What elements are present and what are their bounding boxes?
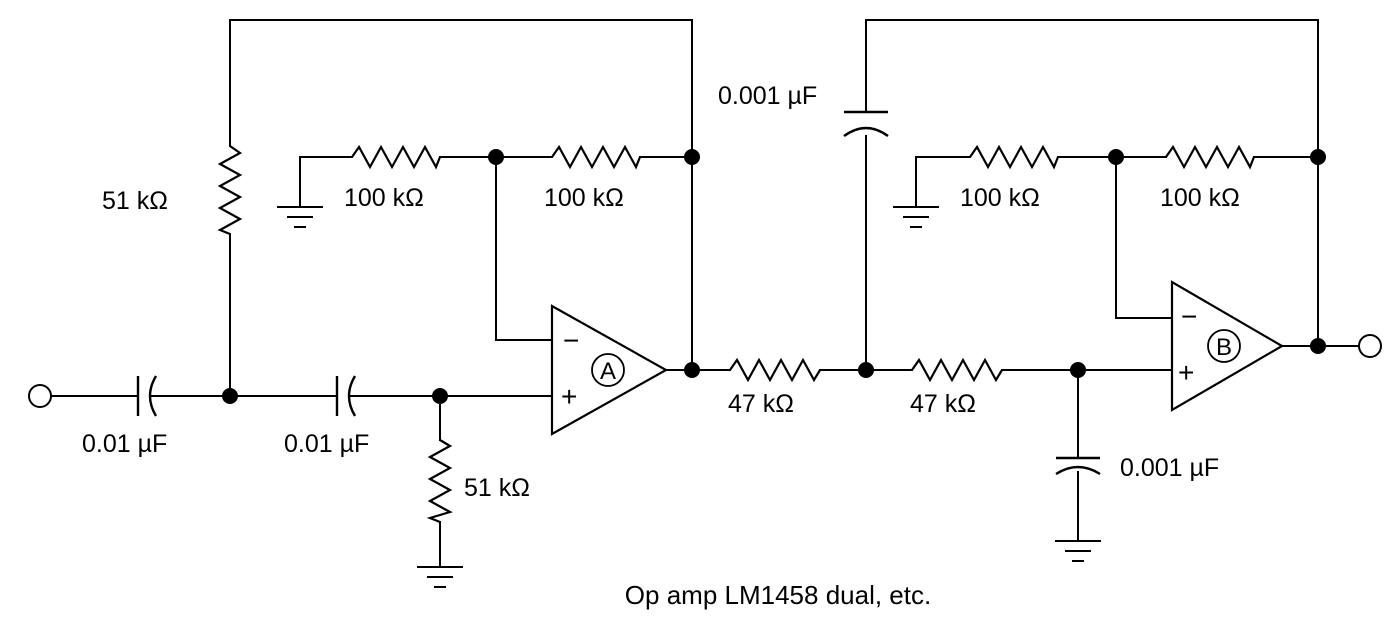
label-r-ground-b: 100 kΩ (960, 184, 1040, 212)
op-amp-a-inverting-sign: − (563, 325, 579, 356)
capacitor-c-in2 (335, 375, 357, 417)
op-amp-a: − + A (550, 304, 669, 436)
resistor-r-shunt-a (426, 439, 453, 524)
junction-dot (222, 388, 238, 404)
ground-symbol (417, 566, 463, 588)
input-terminal (28, 384, 52, 408)
ground-symbol (277, 206, 323, 228)
resistor-r-feedback-b (1165, 144, 1256, 170)
label-r-ground-a: 100 kΩ (344, 184, 424, 212)
label-c-in1: 0.01 µF (82, 430, 167, 458)
op-amp-b-label: B (1216, 334, 1232, 361)
resistor-r-top-a (217, 145, 243, 236)
label-r-feedback-a: 100 kΩ (544, 184, 624, 212)
diagram-caption: Op amp LM1458 dual, etc. (625, 580, 931, 610)
capacitor-c-feedback-b (843, 110, 889, 137)
resistor-r-ground-b (969, 144, 1060, 170)
label-r-shunt-a: 51 kΩ (464, 474, 530, 502)
junction-dot (858, 362, 874, 378)
label-r-series-1: 47 kΩ (728, 390, 794, 418)
junction-dot (684, 149, 700, 165)
op-amp-a-badge (591, 353, 625, 387)
resistors (217, 144, 1256, 524)
label-c-in2: 0.01 µF (284, 430, 369, 458)
ground-symbol (893, 206, 939, 228)
output-terminal (1358, 334, 1382, 358)
capacitor-c-in1 (136, 375, 158, 417)
junction-dot (488, 149, 504, 165)
label-r-series-2: 47 kΩ (910, 390, 976, 418)
junction-dot (684, 362, 700, 378)
op-amp-a-label: A (600, 358, 616, 385)
op-amp-b: − + B (1170, 280, 1285, 412)
resistor-r-series-1 (729, 357, 821, 383)
capacitors (136, 110, 1101, 476)
grounds (277, 206, 1101, 588)
junction-dot (1310, 149, 1326, 165)
op-amp-b-badge (1207, 329, 1241, 363)
label-c-shunt-b: 0.001 µF (1120, 454, 1219, 482)
junction-dot (1108, 149, 1124, 165)
ground-symbol (1055, 540, 1101, 562)
capacitor-c-shunt-b (1055, 456, 1101, 476)
junction-dot (1310, 338, 1326, 354)
resistor-r-feedback-a (551, 144, 642, 170)
component-labels: 0.01 µF 0.01 µF 51 kΩ 51 kΩ 100 kΩ 100 k… (82, 82, 1240, 502)
junction-dot (1070, 362, 1086, 378)
label-r-top-a: 51 kΩ (102, 187, 168, 215)
wires (51, 19, 1361, 567)
junction-dot (432, 388, 448, 404)
resistor-r-series-2 (911, 357, 1003, 383)
op-amp-b-noninverting-sign: + (1178, 357, 1194, 388)
label-c-feedback-b: 0.001 µF (718, 82, 817, 110)
resistor-r-ground-a (351, 144, 442, 170)
op-amp-b-inverting-sign: − (1181, 301, 1197, 332)
label-r-feedback-b: 100 kΩ (1160, 184, 1240, 212)
op-amp-a-noninverting-sign: + (561, 381, 577, 412)
junction-dots (222, 149, 1326, 404)
